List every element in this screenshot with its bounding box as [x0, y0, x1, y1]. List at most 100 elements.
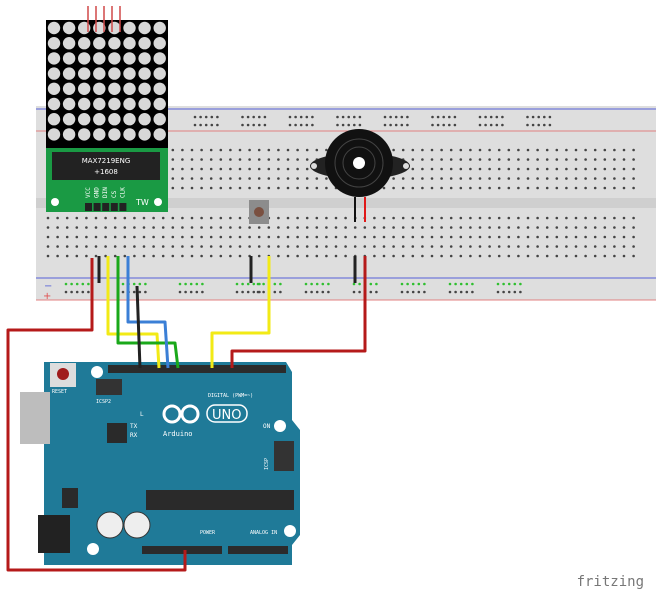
- breadboard-hole: [199, 115, 202, 119]
- breadboard-hole: [513, 282, 517, 286]
- matrix-led: [47, 113, 61, 126]
- breadboard-hole: [423, 282, 426, 286]
- breadboard-hole: [315, 148, 319, 152]
- breadboard-hole: [517, 235, 520, 239]
- breadboard-hole: [622, 216, 626, 220]
- matrix-led: [62, 52, 76, 65]
- breadboard-hole: [459, 186, 463, 190]
- breadboard-hole: [453, 123, 457, 127]
- breadboard-hole: [484, 115, 487, 119]
- breadboard-hole: [593, 254, 597, 258]
- breadboard-hole: [85, 235, 88, 239]
- breadboard-hole: [171, 216, 175, 220]
- icsp-label: ICSP: [264, 458, 270, 470]
- breadboard-hole: [489, 115, 493, 119]
- matrix-led: [62, 37, 76, 50]
- arduino-brand: Arduino: [163, 430, 193, 438]
- breadboard-hole: [200, 177, 203, 180]
- breadboard-hole: [267, 226, 271, 229]
- breadboard-hole: [277, 177, 280, 180]
- breadboard-hole: [133, 235, 136, 239]
- matrix-led: [108, 97, 121, 111]
- breadboard-hole: [478, 226, 482, 229]
- breadboard-hole: [411, 282, 415, 286]
- breadboard-hole: [56, 254, 59, 258]
- breadboard-hole: [241, 115, 244, 119]
- breadboard-hole: [632, 158, 635, 161]
- breadboard-hole: [104, 235, 107, 239]
- breadboard-hole: [305, 115, 309, 119]
- breadboard-hole: [392, 177, 395, 180]
- breadboard-hole: [459, 177, 463, 180]
- breadboard-hole: [257, 245, 261, 248]
- breadboard-hole: [113, 245, 117, 248]
- breadboard-hole: [288, 115, 292, 119]
- breadboard-hole: [400, 123, 404, 127]
- breadboard-hole: [622, 235, 626, 239]
- breadboard-hole: [613, 186, 616, 190]
- mount-hole: [87, 543, 99, 555]
- breadboard-hole: [85, 254, 88, 258]
- breadboard-hole: [459, 290, 463, 294]
- breadboard-hole: [219, 226, 223, 229]
- pushbutton[interactable]: [249, 200, 269, 224]
- breadboard-hole: [565, 254, 568, 258]
- breadboard-hole: [497, 186, 501, 190]
- breadboard-hole: [56, 245, 59, 248]
- breadboard-hole: [421, 177, 424, 180]
- matrix-led: [78, 97, 91, 111]
- breadboard-hole: [584, 226, 587, 229]
- breadboard-hole: [555, 158, 559, 161]
- breadboard-hole: [65, 226, 69, 229]
- breadboard-hole: [389, 115, 392, 119]
- breadboard-hole: [507, 254, 511, 258]
- breadboard-hole: [286, 177, 290, 180]
- breadboard-hole: [286, 186, 290, 190]
- breadboard-hole: [352, 290, 356, 294]
- breadboard-hole: [257, 254, 261, 258]
- breadboard-hole: [252, 282, 256, 286]
- breadboard-hole: [363, 226, 367, 229]
- breadboard-hole: [199, 123, 202, 127]
- breadboard-hole: [613, 226, 616, 229]
- breadboard-hole: [311, 123, 314, 127]
- breadboard-hole: [442, 115, 446, 119]
- breadboard-hole: [305, 235, 309, 239]
- breadboard-hole: [189, 282, 193, 286]
- breadboard-hole: [459, 158, 463, 161]
- breadboard-hole: [238, 245, 242, 248]
- breadboard-hole: [311, 115, 314, 119]
- breadboard-hole: [421, 186, 424, 190]
- breadboard-hole: [584, 216, 587, 220]
- breadboard-hole: [411, 290, 415, 294]
- breadboard-hole: [252, 123, 255, 127]
- breadboard-hole: [286, 226, 290, 229]
- matrix-led: [138, 21, 151, 35]
- breadboard-hole: [565, 158, 568, 161]
- breadboard-hole: [94, 216, 98, 220]
- breadboard-hole: [440, 226, 443, 229]
- breadboard-hole: [257, 226, 261, 229]
- breadboard-hole: [449, 186, 453, 190]
- breadboard-hole: [184, 282, 187, 286]
- breadboard-hole: [484, 123, 487, 127]
- breadboard-hole: [216, 115, 219, 119]
- breadboard-hole: [229, 216, 232, 220]
- breadboard-hole: [501, 115, 504, 119]
- breadboard-hole: [613, 177, 616, 180]
- breadboard-hole: [496, 282, 500, 286]
- breadboard-hole: [526, 235, 530, 239]
- breadboard-hole: [321, 290, 325, 294]
- matrix-led: [138, 82, 151, 96]
- breadboard-hole: [555, 186, 559, 190]
- chip-label: MAX7219ENG: [82, 157, 131, 165]
- matrix-led: [47, 52, 61, 65]
- breadboard-hole: [296, 158, 299, 161]
- breadboard-hole: [613, 245, 616, 248]
- breadboard-hole: [246, 282, 250, 286]
- breadboard-hole: [325, 186, 328, 190]
- chip-code: +1608: [94, 168, 118, 176]
- piezo-buzzer: [310, 129, 410, 222]
- breadboard-hole: [507, 245, 511, 248]
- breadboard-hole: [497, 148, 501, 152]
